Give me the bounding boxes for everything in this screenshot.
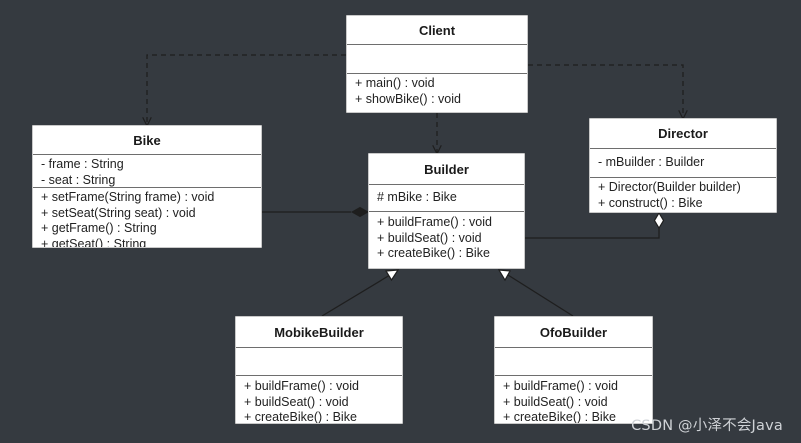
field-row: - frame : String bbox=[41, 157, 124, 171]
dependency-client-director bbox=[528, 64, 683, 118]
fields-section: - mBuilder : Builder bbox=[590, 149, 776, 178]
class-director[interactable]: Director - mBuilder : Builder + Director… bbox=[589, 118, 777, 213]
methods-section: + buildFrame() : void + buildSeat() : vo… bbox=[369, 212, 524, 262]
methods-section: + buildFrame() : void + buildSeat() : vo… bbox=[495, 376, 652, 424]
class-name: Director bbox=[590, 119, 776, 149]
method-row: + main() : void bbox=[355, 76, 435, 90]
class-mobike-builder[interactable]: MobikeBuilder + buildFrame() : void + bu… bbox=[235, 316, 403, 424]
method-row: + getFrame() : String bbox=[41, 221, 157, 235]
class-bike[interactable]: Bike - frame : String - seat : String + … bbox=[32, 125, 262, 248]
method-row: + buildSeat() : void bbox=[244, 394, 349, 409]
method-row: + buildFrame() : void bbox=[503, 379, 618, 393]
inheritance-triangle-right bbox=[497, 269, 511, 282]
methods-section: + main() : void + showBike() : void bbox=[347, 74, 527, 107]
method-row: + construct() : Bike bbox=[598, 195, 703, 210]
field-row: - mBuilder : Builder bbox=[598, 155, 705, 169]
inheritance-ofo-builder bbox=[507, 274, 574, 317]
class-name: Client bbox=[347, 16, 527, 45]
class-name: OfoBuilder bbox=[495, 317, 652, 348]
methods-section: + Director(Builder builder) + construct(… bbox=[590, 178, 776, 211]
method-row: + setSeat(String seat) : void bbox=[41, 205, 196, 220]
method-row: + createBike() : Bike bbox=[244, 410, 357, 424]
class-name: MobikeBuilder bbox=[236, 317, 402, 348]
method-row: + showBike() : void bbox=[355, 91, 461, 106]
method-row: + buildSeat() : void bbox=[503, 394, 608, 409]
class-client[interactable]: Client + main() : void + showBike() : vo… bbox=[346, 15, 528, 113]
class-name: Builder bbox=[369, 154, 524, 185]
method-row: + buildFrame() : void bbox=[377, 215, 492, 229]
composition-diamond bbox=[350, 206, 370, 218]
dependency-client-bike bbox=[147, 54, 346, 125]
method-row: + buildSeat() : void bbox=[377, 230, 482, 245]
watermark: CSDN @小泽不会Java bbox=[631, 418, 783, 434]
method-row: + getSeat() : String bbox=[41, 236, 147, 248]
methods-section: + setFrame(String frame) : void + setSea… bbox=[33, 188, 261, 248]
field-row: - seat : String bbox=[41, 172, 116, 187]
method-row: + createBike() : Bike bbox=[503, 410, 616, 424]
class-name: Bike bbox=[33, 126, 261, 155]
method-row: + setFrame(String frame) : void bbox=[41, 190, 215, 204]
fields-section: # mBike : Bike bbox=[369, 185, 524, 212]
inheritance-mobike-builder bbox=[321, 274, 391, 317]
method-row: + buildFrame() : void bbox=[244, 379, 359, 393]
fields-section: - frame : String - seat : String bbox=[33, 155, 261, 188]
method-row: + createBike() : Bike bbox=[377, 246, 490, 260]
field-row: # mBike : Bike bbox=[377, 190, 457, 204]
inheritance-triangle-left bbox=[384, 269, 400, 282]
method-row: + Director(Builder builder) bbox=[598, 180, 741, 194]
class-ofo-builder[interactable]: OfoBuilder + buildFrame() : void + build… bbox=[494, 316, 653, 424]
fields-section bbox=[495, 348, 652, 376]
fields-section bbox=[236, 348, 402, 376]
methods-section: + buildFrame() : void + buildSeat() : vo… bbox=[236, 376, 402, 424]
aggregation-director-builder bbox=[525, 228, 660, 239]
class-builder[interactable]: Builder # mBike : Bike + buildFrame() : … bbox=[368, 153, 525, 269]
aggregation-diamond bbox=[653, 211, 665, 230]
fields-section bbox=[347, 45, 527, 74]
